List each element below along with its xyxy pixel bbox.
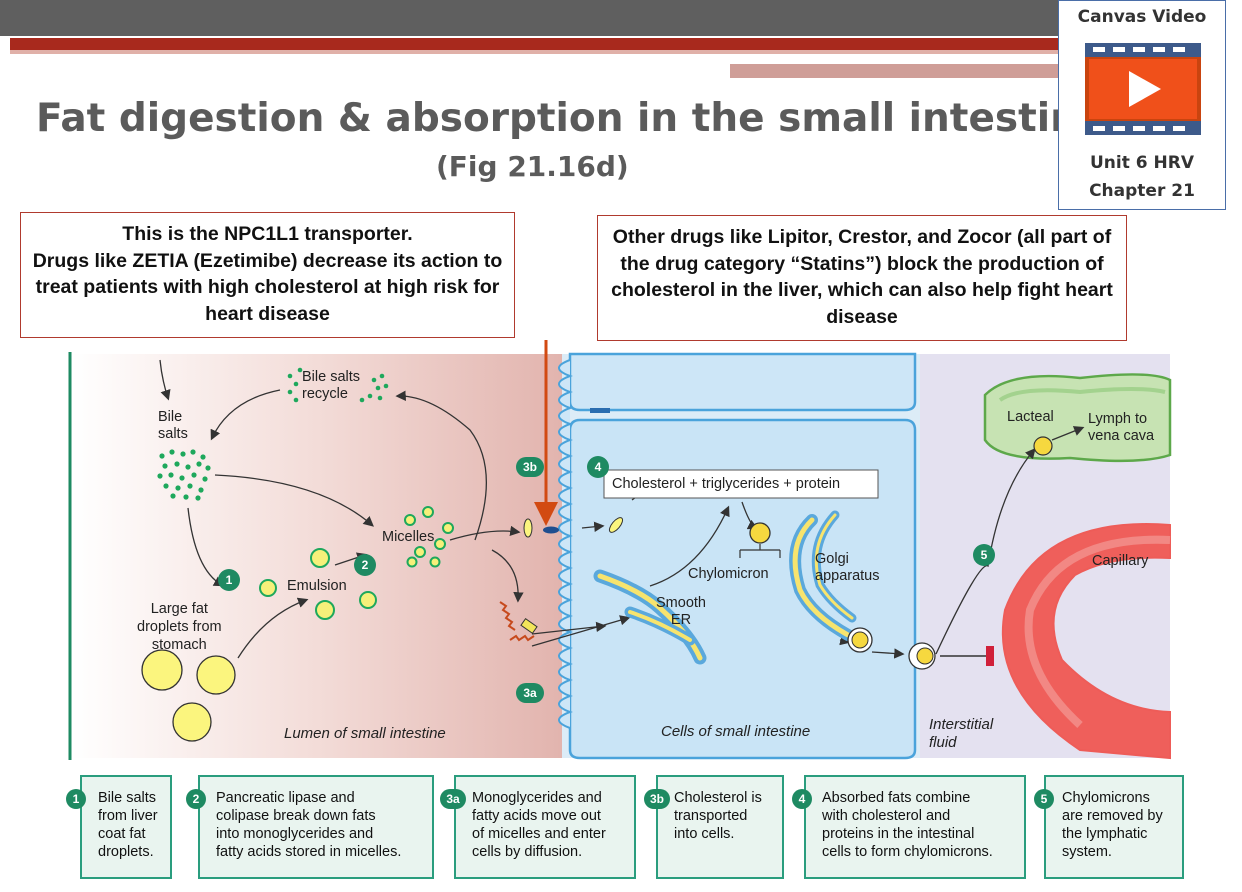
label-bile-salts: Bile salts (158, 409, 188, 442)
microvilli (558, 359, 573, 729)
label-micelles: Micelles (382, 529, 435, 545)
header-dark-bar (0, 0, 1060, 36)
large-fat-droplets (141, 649, 236, 742)
label-chol-tg-protein: Cholesterol + triglycerides + protein (612, 476, 841, 492)
canvas-video-link[interactable]: Canvas Video Unit 6 HRV Chapter 21 (1058, 0, 1226, 210)
step-box-4: Absorbed fats combine with cholesterol a… (804, 775, 1026, 879)
step-box-3b: Cholesterol is transported into cells. (656, 775, 784, 879)
label-lumen: Lumen of small intestine (284, 725, 446, 742)
video-play-icon (1085, 43, 1201, 135)
canvas-video-title: Canvas Video (1077, 7, 1207, 27)
step-badge-3b: 3b (644, 789, 670, 809)
step-box-2: Pancreatic lipase and colipase break dow… (198, 775, 434, 879)
step-box-3a: Monoglycerides and fatty acids move out … (454, 775, 636, 879)
bile-salt-dots (157, 367, 389, 501)
label-golgi: Golgi apparatus (815, 551, 880, 584)
label-bile-recycle: Bile salts recycle (302, 369, 361, 402)
page-subtitle: (Fig 21.16d) (436, 150, 629, 183)
badge-1: 1 (226, 573, 233, 587)
step-box-1: Bile salts from liver coat fat droplets. (80, 775, 172, 879)
emulsion-droplets (259, 548, 377, 620)
label-capillary: Capillary (1092, 553, 1149, 569)
label-cells: Cells of small intestine (661, 723, 811, 740)
step-badge-4: 4 (792, 789, 812, 809)
badge-5: 5 (981, 548, 988, 562)
page-title: Fat digestion & absorption in the small … (36, 96, 1105, 141)
header-pink-bar (10, 50, 1060, 54)
intestinal-cell (568, 418, 917, 760)
step-badge-3a: 3a (440, 789, 466, 809)
micelle-droplets (404, 506, 454, 568)
badge-4: 4 (595, 460, 602, 474)
label-interstitial: Interstitial fluid (929, 716, 994, 751)
label-chylomicron: Chylomicron (688, 566, 769, 582)
label-large-fat: Large fat droplets from stomach (137, 601, 222, 653)
step-box-5: Chylomicrons are removed by the lymphati… (1044, 775, 1184, 879)
badge-2: 2 (362, 558, 369, 572)
step-badge-2: 2 (186, 789, 206, 809)
badge-3b: 3b (523, 460, 537, 474)
npc1l1-callout: This is the NPC1L1 transporter. Drugs li… (20, 212, 515, 338)
statins-callout: Other drugs like Lipitor, Crestor, and Z… (597, 215, 1127, 341)
canvas-video-unit: Unit 6 HRV Chapter 21 (1089, 153, 1195, 201)
fat-absorption-diagram: 1 2 3a 3b 4 5 (68, 340, 1172, 760)
label-lacteal: Lacteal (1007, 409, 1054, 425)
label-smooth-er: Smooth ER (656, 595, 706, 628)
header-red-bar (10, 38, 1060, 50)
npc1l1-pointer (534, 340, 558, 526)
header-pink-accent-bar (730, 64, 1060, 78)
label-emulsion: Emulsion (287, 578, 347, 594)
diagram-step-badges (218, 456, 995, 703)
badge-3a: 3a (523, 686, 537, 700)
step-badge-1: 1 (66, 789, 86, 809)
label-lymph: Lymph to vena cava (1088, 411, 1155, 444)
step-badge-5: 5 (1034, 789, 1054, 809)
